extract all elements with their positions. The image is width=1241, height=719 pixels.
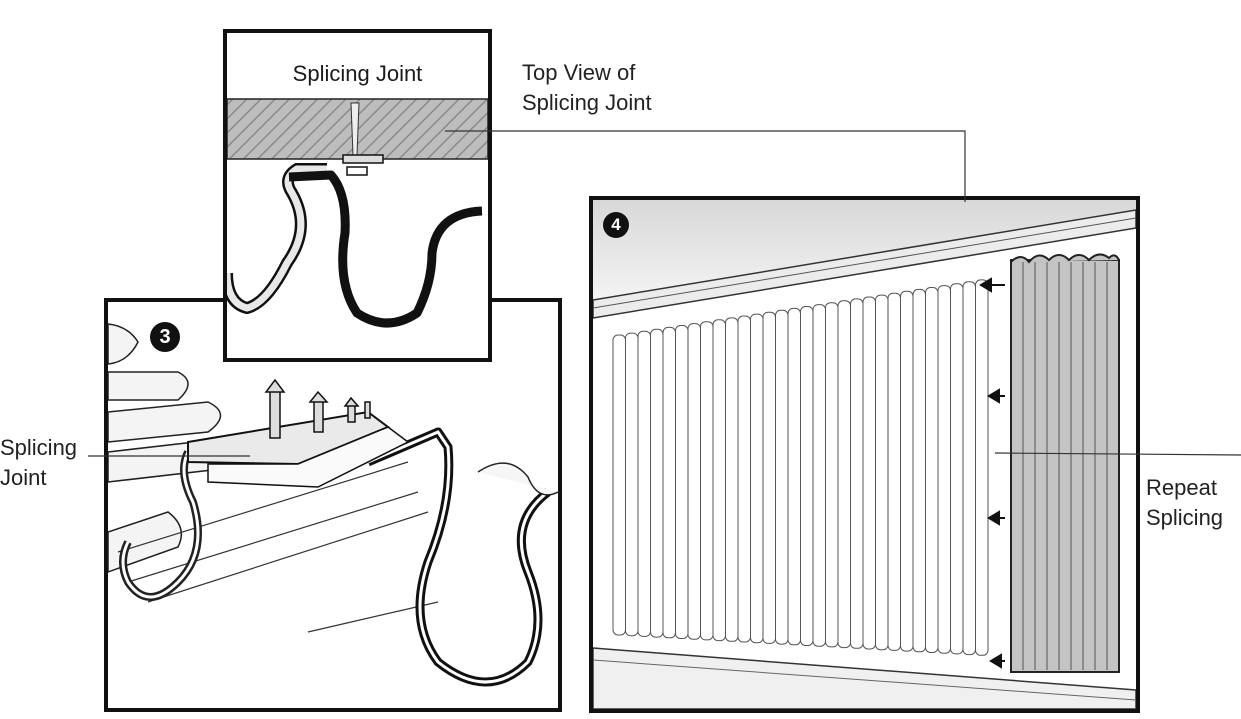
curtain-pleat [612, 334, 626, 636]
splicing-joint-detail-illustration [227, 98, 488, 328]
step-badge-3: 3 [150, 322, 180, 352]
curtain-pleat [837, 300, 851, 649]
curtain-pleat [887, 292, 901, 651]
curtain-pleat [862, 296, 876, 650]
panel-step-4: 4 [589, 196, 1140, 713]
curtain-pleat [762, 311, 776, 644]
curtain-pleat [675, 325, 689, 639]
curtain-pleat [962, 281, 976, 656]
curtain-pleat [925, 287, 939, 653]
panel-step-3: 3 [104, 298, 562, 712]
inset-splicing-joint: Splicing Joint [223, 29, 492, 362]
curtain-pleat [850, 298, 864, 649]
step-badge-4: 4 [603, 212, 629, 238]
curtain-pleat [700, 321, 714, 641]
curtain-pleat [775, 309, 789, 645]
leader-top-view [445, 130, 966, 202]
curtain-pleat [937, 285, 951, 654]
curtain-pleat [812, 304, 826, 647]
curtain-pleat [900, 290, 914, 652]
curtain-pleat [725, 317, 739, 642]
curtain-wall-illustration [593, 200, 1136, 709]
curtain-pleat [650, 328, 664, 638]
curtain-pleat [875, 294, 889, 651]
curtain-pleat [687, 323, 701, 640]
white-curtain-pleats [612, 279, 989, 656]
curtain-pleat [975, 279, 989, 656]
curtain-pleat [825, 302, 839, 648]
curtain-pleat [750, 313, 764, 644]
curtain-pleat [625, 332, 639, 637]
curtain-pleat [787, 307, 801, 646]
curtain-pleat [800, 306, 814, 646]
curtain-pleat [950, 283, 964, 655]
curtain-pleat [637, 330, 651, 637]
curtain-pleat [662, 326, 676, 639]
splice-perspective-illustration [108, 323, 558, 687]
curtain-pleat [737, 315, 751, 643]
curtain-pleat [712, 319, 726, 642]
inset-title: Splicing Joint [292, 61, 423, 86]
curtain-pleat [912, 288, 926, 653]
